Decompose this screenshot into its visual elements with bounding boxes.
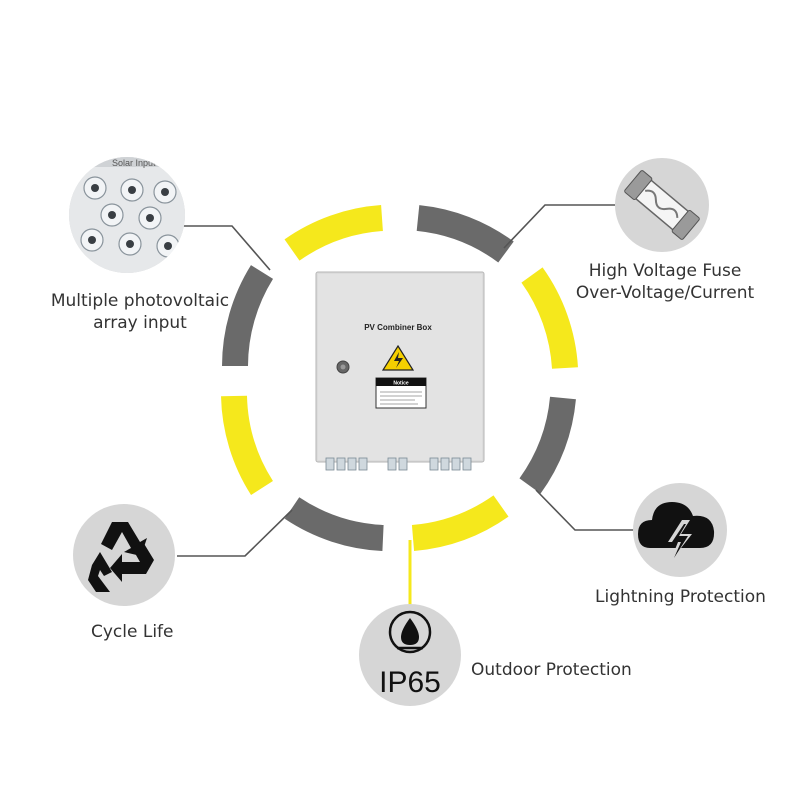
- fuse-label-line1: High Voltage Fuse: [588, 261, 742, 281]
- lightning-icon-circle: [633, 483, 727, 577]
- pv-photo-caption: Solar Input: [112, 158, 156, 168]
- segmented-ring: [221, 205, 578, 551]
- ring-segment-yellow-top-left: [284, 205, 384, 261]
- connector-pv-input: [180, 225, 271, 271]
- ip65-badge: IP65: [379, 666, 441, 699]
- pv-input-label-line1: Multiple photovoltaic: [50, 291, 230, 311]
- ring-segment-gray-top-right: [416, 205, 514, 263]
- connector-lightning: [535, 489, 635, 531]
- pv-input-label: Multiple photovoltaic array input: [40, 290, 240, 334]
- ring-segment-yellow-right-upper: [521, 267, 578, 370]
- recycle-icon-circle: [73, 504, 175, 606]
- cable-glands-photo: Solar Input: [69, 157, 185, 273]
- ring-segment-yellow-bottom: [411, 495, 509, 551]
- lightning-label: Lightning Protection: [595, 587, 766, 607]
- fuse-icon: [624, 170, 700, 240]
- combiner-box: PV Combiner Box Notice: [315, 271, 485, 471]
- connector-lines: [177, 204, 635, 610]
- cable-glands: [325, 457, 472, 471]
- cloud-lightning-icon: [638, 502, 715, 562]
- ip65-icon-circle: IP65: [359, 604, 461, 706]
- cycle-label: Cycle Life: [91, 622, 174, 642]
- fuse-label: High Voltage Fuse Over-Voltage/Current: [555, 260, 775, 304]
- water-drop-icon: [388, 610, 432, 654]
- pv-input-label-line2: array input: [93, 313, 187, 333]
- connector-fuse: [503, 204, 615, 249]
- box-title: PV Combiner Box: [364, 323, 432, 332]
- recycle-icon: [88, 522, 154, 592]
- fuse-label-line2: Over-Voltage/Current: [575, 283, 755, 303]
- ring-segment-gray-right-lower: [519, 396, 576, 494]
- ring-segment-gray-bottom-left: [284, 497, 384, 551]
- ring-segment-yellow-left-lower: [221, 395, 274, 496]
- pv-input-icon-circle: Solar Input: [69, 157, 185, 273]
- connector-cycle: [177, 509, 293, 557]
- notice-label: Notice: [393, 381, 409, 387]
- outdoor-label: Outdoor Protection: [471, 660, 632, 680]
- ring-segment-gray-left-upper: [222, 265, 274, 367]
- warning-icon: [381, 344, 415, 371]
- fuse-icon-circle: [615, 158, 709, 252]
